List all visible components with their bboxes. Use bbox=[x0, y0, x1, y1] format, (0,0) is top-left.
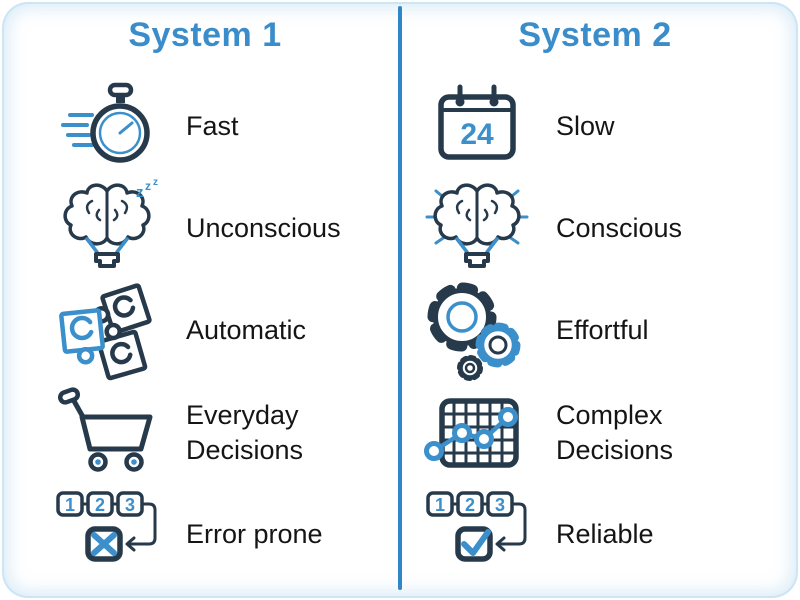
svg-text:z: z bbox=[145, 179, 151, 193]
item-label: Unconscious bbox=[186, 213, 341, 244]
sequence-check-icon: 1 2 3 bbox=[412, 486, 542, 584]
sequence-error-icon: 1 2 3 bbox=[42, 486, 172, 584]
row-error-prone: 1 2 3 Error prone bbox=[42, 486, 394, 584]
svg-text:2: 2 bbox=[465, 495, 475, 515]
item-label: Everyday Decisions bbox=[186, 399, 304, 465]
system2-title: System 2 bbox=[518, 16, 672, 54]
row-fast: Fast bbox=[42, 78, 394, 176]
gears-icon bbox=[412, 282, 542, 381]
stopwatch-icon bbox=[42, 78, 172, 176]
row-complex-decisions: Complex Decisions bbox=[412, 384, 784, 482]
item-label: Effortful bbox=[556, 315, 649, 346]
svg-text:3: 3 bbox=[125, 495, 135, 515]
row-reliable: 1 2 3 Reliable bbox=[412, 486, 784, 584]
item-label: Slow bbox=[556, 111, 615, 142]
row-effortful: Effortful bbox=[412, 282, 784, 381]
row-automatic: Automatic bbox=[42, 282, 394, 381]
svg-text:1: 1 bbox=[435, 495, 445, 515]
svg-text:3: 3 bbox=[495, 495, 505, 515]
row-conscious: Conscious bbox=[412, 180, 784, 278]
row-slow: 24 Slow bbox=[412, 78, 784, 176]
item-label: Error prone bbox=[186, 519, 323, 550]
svg-text:z: z bbox=[153, 177, 158, 188]
item-label: Fast bbox=[186, 111, 239, 142]
row-everyday-decisions: Everyday Decisions bbox=[42, 384, 394, 482]
puzzle-pieces-icon bbox=[42, 282, 172, 381]
item-label: Complex Decisions bbox=[556, 399, 674, 465]
row-unconscious: z z z Unconscious bbox=[42, 177, 394, 278]
calendar-24-icon: 24 bbox=[412, 78, 542, 176]
column-divider bbox=[398, 6, 402, 590]
system1-title: System 1 bbox=[128, 16, 282, 54]
svg-text:1: 1 bbox=[65, 495, 75, 515]
item-label: Reliable bbox=[556, 519, 654, 550]
shopping-cart-icon bbox=[42, 384, 172, 482]
svg-text:z: z bbox=[136, 184, 144, 201]
item-label: Automatic bbox=[186, 315, 307, 346]
svg-text:24: 24 bbox=[460, 118, 494, 151]
radiant-brain-icon bbox=[412, 180, 542, 278]
item-label: Conscious bbox=[556, 213, 683, 244]
sleeping-brain-icon: z z z bbox=[42, 177, 172, 278]
line-chart-icon bbox=[412, 384, 542, 482]
svg-text:2: 2 bbox=[95, 495, 105, 515]
